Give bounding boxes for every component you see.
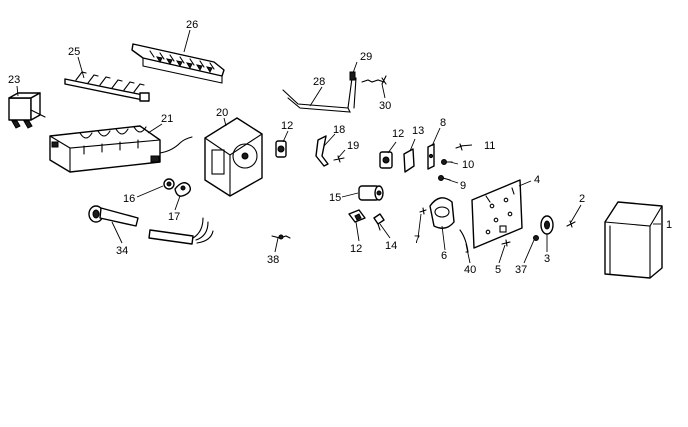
- callout-28: 28: [313, 76, 325, 88]
- callout-13: 13: [412, 125, 424, 137]
- part-14-clip: [373, 213, 385, 231]
- callout-37: 37: [515, 264, 527, 276]
- part-8-contact: [427, 143, 435, 170]
- callout-9: 9: [460, 180, 466, 192]
- callout-2: 2: [579, 193, 585, 205]
- part-1-cover: [604, 201, 663, 279]
- callout-25: 25: [68, 46, 80, 58]
- part-34-fill-tube: [88, 205, 139, 227]
- part-13-insulator: [403, 148, 415, 173]
- callout-29: 29: [360, 51, 372, 63]
- callout-12-mid: 12: [392, 128, 404, 140]
- callout-15: 15: [329, 192, 341, 204]
- part-3-gear: [540, 215, 554, 235]
- part-12-switch-low: [348, 209, 366, 223]
- part-21-mold: [49, 125, 193, 173]
- callout-6: 6: [441, 250, 447, 262]
- part-4-mounting-plate: [471, 179, 523, 249]
- part-26-ejector: [131, 43, 225, 84]
- callout-12-top: 12: [281, 120, 293, 132]
- callout-14: 14: [385, 240, 397, 252]
- part-7-screw: [419, 207, 427, 215]
- callout-23: 23: [8, 74, 20, 86]
- callout-labels: 26 25 23 21 20 12 18 19 29 28 30 12 13 8…: [8, 19, 672, 276]
- part-9-screw: [438, 175, 451, 181]
- part-23-solenoid: [8, 92, 46, 129]
- part-10-screw: [441, 159, 453, 165]
- leader-lines: [16, 29, 661, 264]
- part-12-switch-mid: [379, 151, 393, 169]
- callout-26: 26: [186, 19, 198, 31]
- callout-40: 40: [464, 264, 476, 276]
- callout-1: 1: [666, 219, 672, 231]
- callout-11: 11: [484, 140, 495, 152]
- part-18-lever: [315, 135, 329, 167]
- part-38-connector: [271, 234, 291, 240]
- wire-harness: [148, 217, 214, 245]
- callout-12-low: 12: [350, 243, 362, 255]
- part-17-cam: [174, 182, 192, 197]
- callout-30: 30: [379, 100, 391, 112]
- part-15-motor: [358, 185, 384, 201]
- callout-38: 38: [267, 254, 279, 266]
- part-6-motor: [429, 197, 455, 229]
- part-12-switch-top: [275, 140, 287, 158]
- callout-19: 19: [347, 140, 359, 152]
- callout-4: 4: [534, 174, 540, 186]
- callout-10: 10: [462, 159, 474, 171]
- callout-8: 8: [440, 117, 446, 129]
- part-11-screw: [455, 143, 463, 151]
- part-29-retainer: [349, 71, 356, 81]
- callout-34: 34: [116, 245, 128, 257]
- callout-5: 5: [495, 264, 501, 276]
- part-2-screw: [566, 220, 576, 228]
- part-16-bushing: [163, 178, 175, 190]
- part-5-screw: [501, 239, 511, 247]
- callout-18: 18: [333, 124, 345, 136]
- callout-7: 7: [414, 234, 420, 246]
- part-25-stripper: [64, 71, 150, 102]
- callout-21: 21: [161, 113, 173, 125]
- callout-20: 20: [216, 107, 228, 119]
- part-20-housing: [204, 117, 263, 197]
- callout-17: 17: [168, 211, 180, 223]
- part-37-nut: [533, 235, 539, 241]
- callout-3: 3: [544, 253, 550, 265]
- part-30-spring: [361, 75, 387, 85]
- callout-16: 16: [123, 193, 135, 205]
